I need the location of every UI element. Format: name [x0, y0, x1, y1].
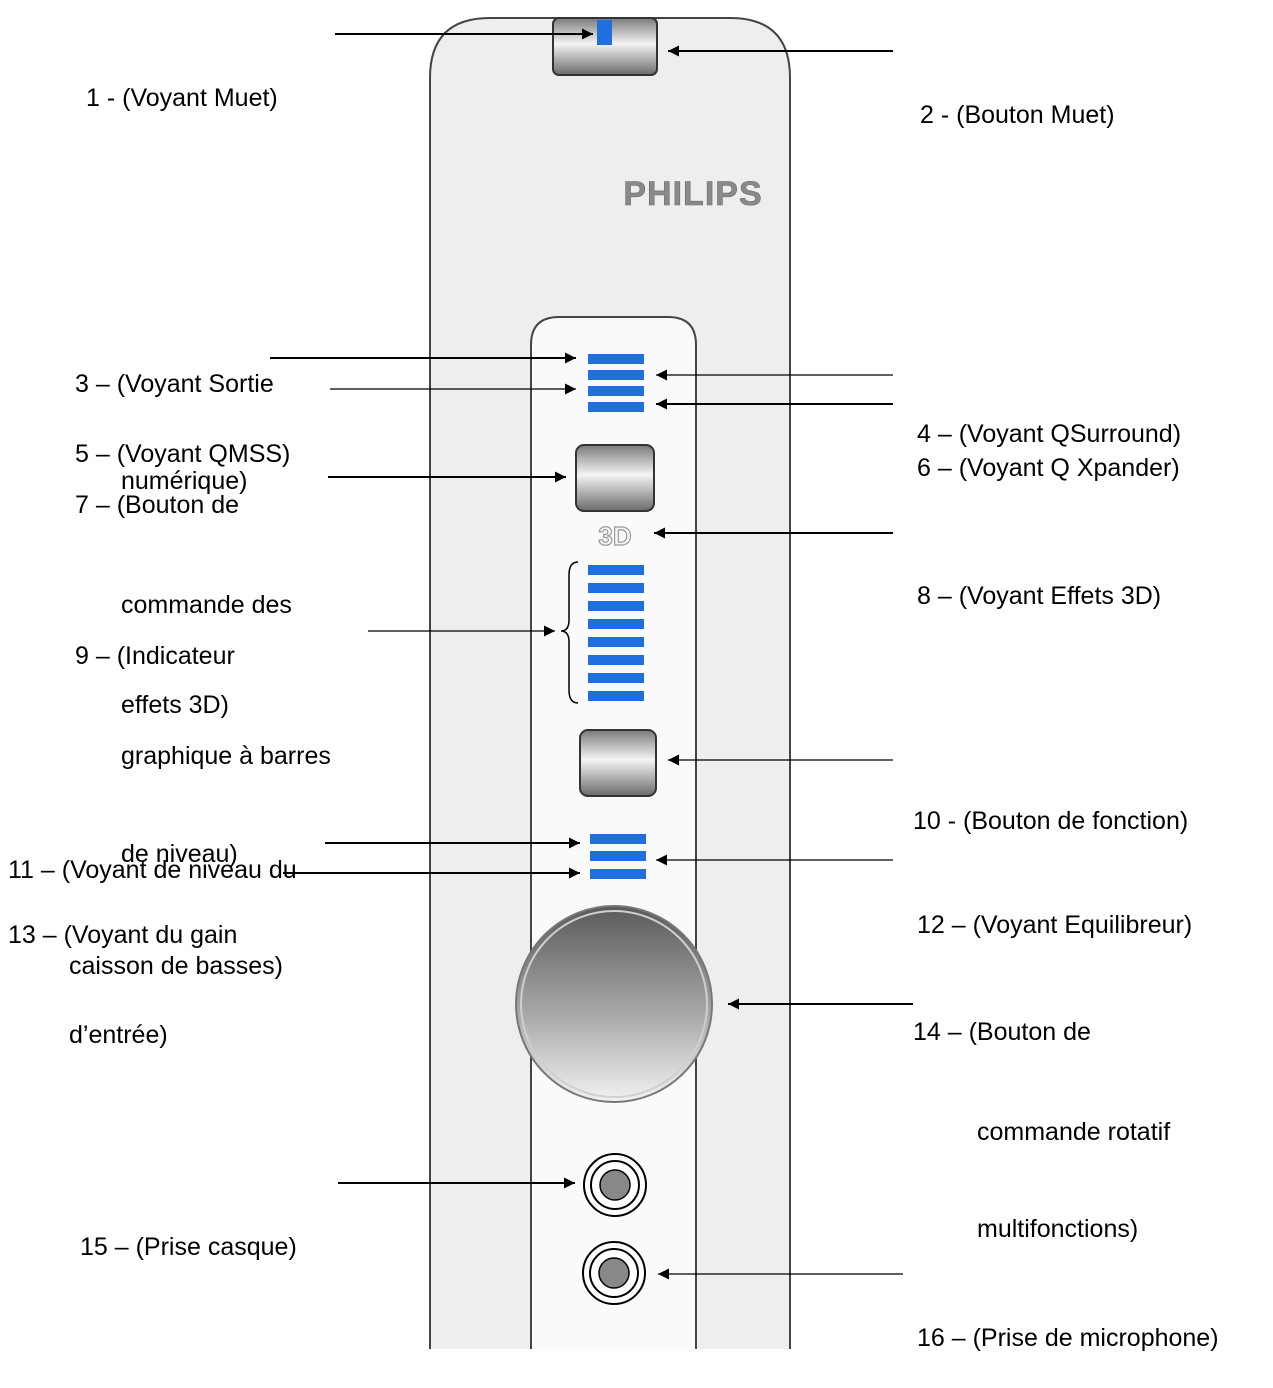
rotary-knob[interactable] [515, 905, 713, 1103]
bargraph-segment [588, 691, 644, 701]
bargraph-segment [588, 673, 644, 683]
qxpander-led [588, 402, 644, 412]
label-mute-led: 1 - (Voyant Muet) [86, 84, 278, 112]
bargraph-segment [588, 583, 644, 593]
microphone-jack[interactable] [582, 1241, 646, 1305]
qsurround-led [588, 370, 644, 380]
label-headphone-jack: 15 – (Prise casque) [80, 1233, 297, 1261]
label-digital-out-led: 3 – (Voyant Sortie numérique) [75, 370, 274, 495]
bargraph-segment [588, 637, 644, 647]
rotary-knob-rim [520, 910, 708, 1098]
label-mute-button: 2 - (Bouton Muet) [920, 101, 1115, 129]
bargraph-segment [588, 655, 644, 665]
label-qxpander-led: 6 – (Voyant Q Xpander) [917, 454, 1180, 482]
bargraph-segment [588, 619, 644, 629]
headphone-jack[interactable] [583, 1153, 647, 1217]
level-bargraph [588, 565, 644, 701]
label-subwoofer-led: 11 – (Voyant de niveau du caisson de bas… [8, 856, 297, 980]
label-function-button: 10 - (Bouton de fonction) [913, 807, 1189, 835]
equalizer-led [590, 851, 646, 861]
digital-out-led [588, 354, 644, 364]
effect-led-group [588, 354, 644, 412]
label-3d-effects-button: 7 – (Bouton de commande des effets 3D) [75, 491, 292, 719]
function-button[interactable] [579, 729, 657, 797]
bargraph-segment [588, 565, 644, 575]
label-equalizer-led: 12 – (Voyant Equilibreur) [917, 911, 1193, 939]
qmss-led [588, 386, 644, 396]
3d-effects-button[interactable] [575, 444, 655, 512]
label-rotary-knob: 14 – (Bouton de commande rotatif multifo… [913, 1018, 1171, 1243]
label-qmss-led: 5 – (Voyant QMSS) [75, 440, 291, 468]
subwoofer-level-led [590, 834, 646, 844]
bargraph-segment [588, 601, 644, 611]
label-3d-effects-led: 8 – (Voyant Effets 3D) [917, 582, 1162, 610]
mute-button[interactable] [552, 17, 658, 76]
device-diagram: PHILIPS 3D [270, 17, 913, 1349]
input-gain-led [590, 869, 646, 879]
bargraph-brace [560, 561, 579, 704]
subwoofer-led-group [590, 834, 646, 879]
3d-effects-led: 3D [598, 521, 631, 551]
label-microphone-jack: 16 – (Prise de microphone) [917, 1324, 1219, 1352]
label-qsurround-led: 4 – (Voyant QSurround) [917, 420, 1182, 448]
label-level-bargraph: 9 – (Indicateur graphique à barres de ni… [75, 642, 331, 868]
leader-lines [270, 28, 913, 1280]
mute-led [597, 20, 612, 45]
brand-logo: PHILIPS [623, 175, 762, 213]
label-input-gain-led: 13 – (Voyant du gain d’entrée) [8, 921, 238, 1049]
